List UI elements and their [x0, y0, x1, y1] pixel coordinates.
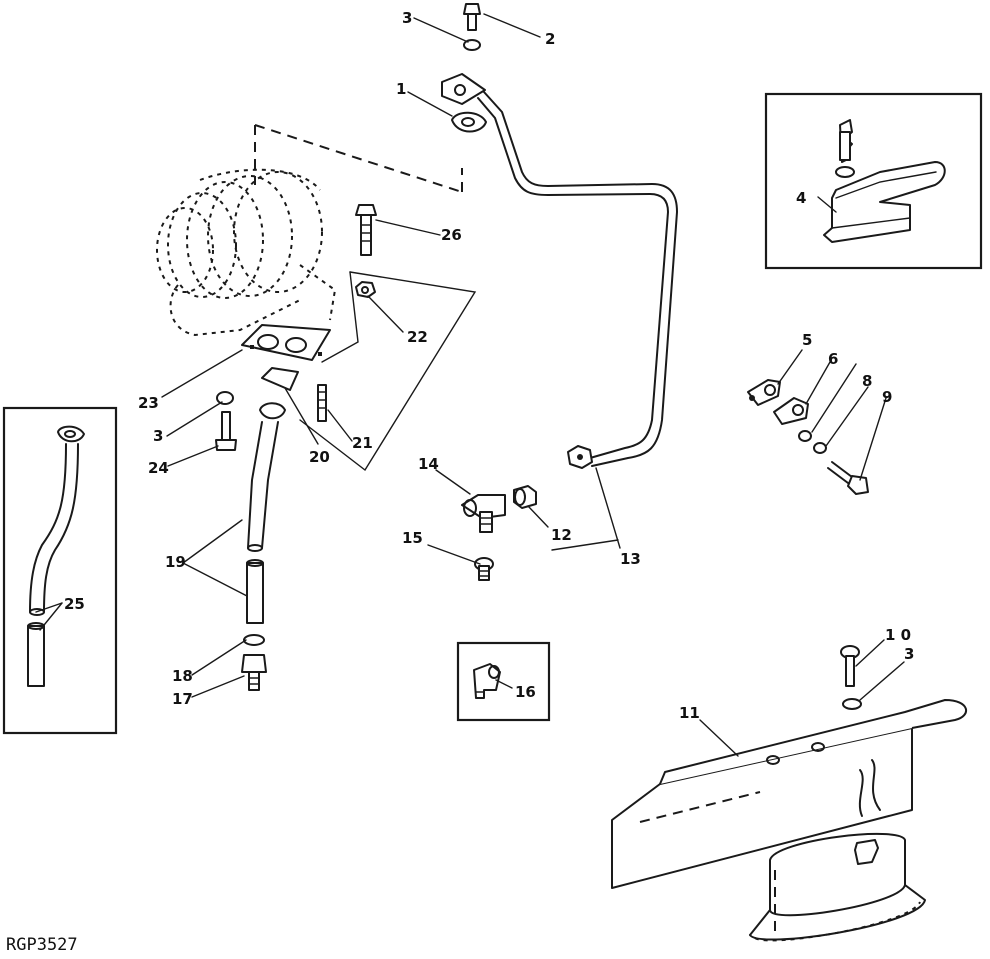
group-bracket-line	[299, 271, 477, 472]
turbocharger-outline	[156, 124, 463, 337]
oil-supply-line-13	[477, 91, 678, 467]
callout-9: 9	[882, 388, 892, 406]
cap-screw-2	[463, 3, 481, 31]
callout-17: 17	[172, 690, 193, 708]
oil-line-fitting	[441, 73, 486, 105]
shield-detail-4	[823, 119, 946, 243]
inset-box-oil-return-tube	[2, 406, 118, 735]
callout-4: 4	[796, 189, 806, 207]
callout-25: 25	[64, 595, 85, 613]
leader-lines	[35, 13, 905, 757]
callout-23: 23	[138, 394, 159, 412]
screw-15	[474, 557, 494, 581]
cap-screw-26	[355, 204, 377, 256]
clamp-5	[747, 379, 781, 406]
tee-fitting-14	[461, 494, 506, 533]
callout-3-right: 3	[904, 645, 914, 663]
inset-box-elbow-fitting	[456, 641, 551, 722]
callout-11: 11	[679, 704, 700, 722]
inset-box-shield-detail	[764, 92, 983, 270]
gasket-20	[261, 367, 299, 391]
lock-washer-8	[813, 442, 827, 454]
cap-screw-24	[215, 411, 237, 451]
callout-24: 24	[148, 459, 169, 477]
callout-10: 1 0	[885, 626, 911, 644]
clamp-6	[773, 397, 809, 425]
gasket-1	[451, 111, 487, 133]
callout-1: 1	[396, 80, 406, 98]
oil-return-tube-25	[27, 425, 85, 687]
callout-3-left: 3	[153, 427, 163, 445]
callout-19: 19	[165, 553, 186, 571]
callout-8: 8	[862, 372, 872, 390]
adapter-12	[513, 485, 537, 509]
callout-21: 21	[352, 434, 373, 452]
callout-26: 26	[441, 226, 462, 244]
cap-screw-10	[840, 645, 860, 687]
callout-22: 22	[407, 328, 428, 346]
callout-18: 18	[172, 667, 193, 685]
connector-17	[241, 654, 267, 691]
lock-washer-left	[216, 391, 234, 405]
callout-15: 15	[402, 529, 423, 547]
oil-return-tube-19	[246, 402, 286, 624]
callout-5: 5	[802, 331, 812, 349]
oil-filter-housing	[749, 832, 926, 942]
figure-reference-code: RGP3527	[6, 935, 78, 955]
elbow-fitting-16	[473, 663, 501, 699]
washer-7	[798, 430, 812, 442]
callout-13: 13	[620, 550, 641, 568]
callout-3-top: 3	[402, 9, 412, 27]
turbo-flange-gasket	[241, 324, 331, 361]
callout-20: 20	[309, 448, 330, 466]
heat-shield-11	[611, 699, 967, 889]
callout-16: 16	[515, 683, 536, 701]
callout-12: 12	[551, 526, 572, 544]
lock-washer-right	[842, 698, 862, 710]
stud-21	[317, 384, 327, 422]
cap-screw-9	[827, 461, 869, 495]
nut-22	[355, 281, 376, 298]
callout-6: 6	[828, 350, 838, 368]
callout-14: 14	[418, 455, 439, 473]
group-bracket-line-inner	[321, 271, 359, 363]
o-ring-18	[243, 634, 265, 646]
callout-2: 2	[545, 30, 555, 48]
